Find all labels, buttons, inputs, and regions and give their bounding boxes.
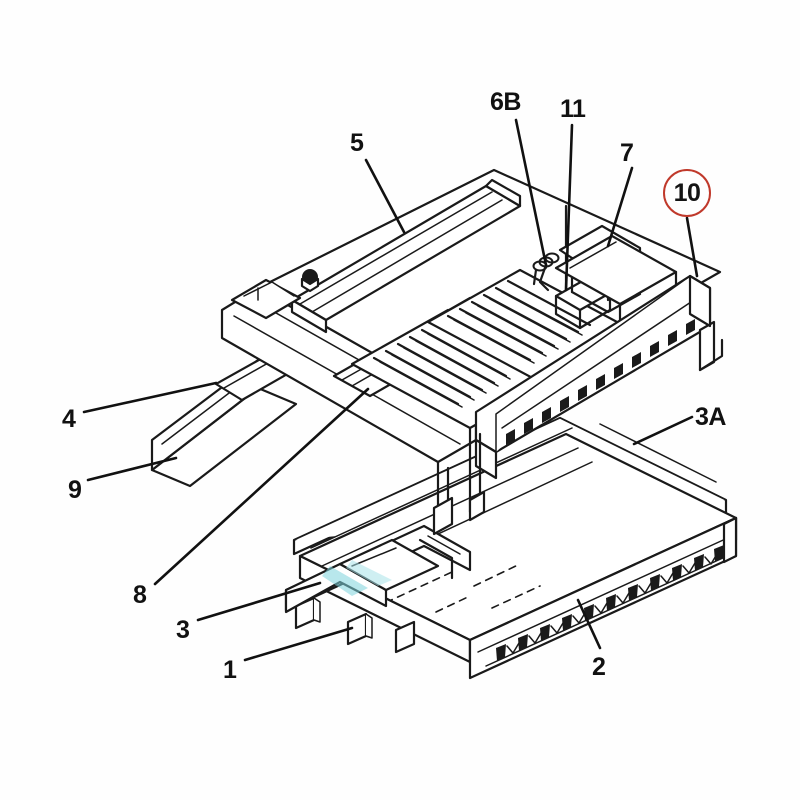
upper-left-corner-block bbox=[230, 278, 302, 320]
leader-line-3 bbox=[196, 581, 322, 622]
upper-slab-bottom-edge bbox=[221, 337, 439, 463]
callout-leader-lines bbox=[82, 118, 699, 662]
part-5-upper-top-rail bbox=[290, 178, 522, 334]
leader-line-3a bbox=[632, 415, 694, 446]
leader-line-11 bbox=[564, 123, 574, 292]
leader-line-2 bbox=[576, 598, 602, 650]
scan-artifact bbox=[322, 560, 392, 596]
lower-hidden-edge-b bbox=[491, 585, 541, 609]
callout-label-4: 4 bbox=[62, 405, 76, 433]
part-6B-spring-clip bbox=[532, 252, 560, 292]
part-10-right-end-plate bbox=[474, 274, 724, 454]
leader-line-4 bbox=[82, 381, 218, 414]
lower-rear-notch-edge bbox=[427, 535, 461, 555]
leader-line-1 bbox=[243, 626, 354, 662]
callout-label-2: 2 bbox=[592, 653, 606, 681]
upper-body-legs bbox=[432, 426, 486, 536]
part-1-lower-base-frame bbox=[284, 524, 472, 654]
lower-hidden-edge-c bbox=[435, 595, 471, 613]
callout-label-3: 3 bbox=[176, 616, 190, 644]
callout-label-9: 9 bbox=[68, 476, 82, 504]
callout-highlight-ring-10: 10 bbox=[663, 169, 711, 217]
leader-line-7 bbox=[606, 166, 634, 248]
lower-right-end-cap bbox=[722, 516, 738, 564]
leader-line-6b bbox=[514, 118, 548, 267]
lower-hidden-edge-a bbox=[473, 563, 521, 587]
callout-label-10: 10 bbox=[673, 178, 701, 207]
rail-stud-knob bbox=[300, 269, 320, 293]
part-2-lower-serrated-rail bbox=[468, 516, 738, 680]
callout-label-8: 8 bbox=[133, 581, 147, 609]
callout-label-7: 7 bbox=[620, 139, 634, 167]
leader-line-10 bbox=[685, 216, 699, 278]
callout-label-5: 5 bbox=[350, 129, 364, 157]
leader-line-8 bbox=[153, 387, 370, 586]
callout-label-1: 1 bbox=[223, 656, 237, 684]
callout-label-6b: 6B bbox=[490, 88, 521, 116]
leader-line-5 bbox=[364, 158, 406, 234]
leader-line-9 bbox=[86, 456, 178, 482]
callout-label-11: 11 bbox=[560, 95, 586, 123]
lower-assembly bbox=[284, 416, 738, 680]
callout-label-3a: 3A bbox=[695, 403, 726, 431]
lower-rear-notch bbox=[418, 538, 454, 580]
